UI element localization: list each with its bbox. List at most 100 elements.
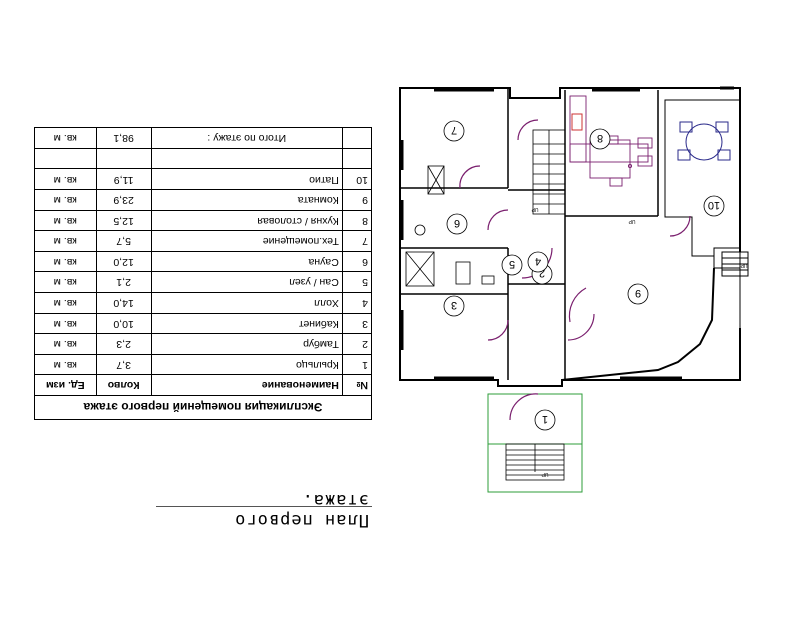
kitchen: [569, 95, 653, 187]
room-marker-number: 7: [451, 124, 457, 136]
interior-walls: [400, 88, 659, 380]
cell-no: 1: [342, 354, 372, 375]
cell-unit: кв. м: [34, 354, 97, 375]
room-marker-circle: [443, 120, 465, 142]
cell-unit: кв. м: [34, 230, 97, 252]
header-unit: Ед. изм: [34, 374, 97, 396]
cell-name: Комната: [151, 189, 343, 211]
cell-no: 10: [342, 168, 372, 190]
cell-name: Кабинет: [151, 313, 343, 334]
stair-up-label: UP: [541, 471, 549, 477]
cell-no: 3: [342, 313, 372, 334]
cell-name: Тех.помещение: [151, 230, 343, 252]
cell-qty: 10,0: [96, 313, 152, 334]
cell-unit: кв. м: [34, 271, 97, 293]
cell-name: Крыльцо: [151, 354, 343, 375]
stove: [571, 113, 583, 131]
cell-name: Тамбур: [151, 333, 343, 355]
total-label: Итого по этажу :: [151, 127, 343, 149]
room-schedule-table: Экспликация помещений первого этажа № На…: [34, 127, 372, 420]
total-qty: 98,1: [96, 127, 152, 149]
room-marker-4[interactable]: 4: [527, 251, 549, 273]
cell-unit: кв. м: [34, 210, 97, 231]
blank-cell: [34, 148, 97, 169]
cell-qty: 5,7: [96, 230, 152, 252]
room-marker-circle: [589, 128, 611, 150]
doors: [459, 119, 691, 421]
cell-no: 5: [342, 271, 372, 293]
room-marker-circle: [446, 213, 468, 235]
room-marker-7[interactable]: 7: [443, 120, 465, 142]
cell-qty: 2,3: [96, 333, 152, 355]
porch: [487, 393, 583, 493]
cell-qty: 12,5: [96, 210, 152, 231]
blank-cell: [151, 148, 343, 169]
cell-name: Холл: [151, 292, 343, 314]
cell-unit: кв. м: [34, 333, 97, 355]
room-marker-circle: [501, 254, 523, 276]
room-marker-1[interactable]: 1: [534, 409, 556, 431]
cell-qty: 14,0: [96, 292, 152, 314]
stairs: [532, 129, 566, 215]
total-no-cell: [342, 127, 372, 149]
cell-name: Кухня / столовая: [151, 210, 343, 231]
stair-up-label: UP: [531, 206, 539, 212]
room-marker-3[interactable]: 3: [443, 295, 465, 317]
blank-cell: [342, 148, 372, 169]
cell-no: 7: [342, 230, 372, 252]
room-marker-10[interactable]: 10: [703, 195, 725, 217]
room-marker-circle: [443, 295, 465, 317]
room-marker-6[interactable]: 6: [446, 213, 468, 235]
room-marker-number: 5: [509, 258, 515, 270]
cell-qty: 12,0: [96, 251, 152, 272]
table-header-row: № Наименование Колво Ед. изм: [34, 374, 372, 396]
cell-qty: 3,7: [96, 354, 152, 375]
cell-no: 4: [342, 292, 372, 314]
cell-qty: 2,1: [96, 271, 152, 293]
header-no: №: [342, 374, 372, 396]
header-name: Наименование: [151, 374, 343, 396]
plan-title-underline: [156, 506, 372, 507]
room-marker-number: 6: [454, 217, 460, 229]
cell-unit: кв. м: [34, 292, 97, 314]
exterior-walls: [399, 87, 741, 387]
room-marker-8[interactable]: 8: [589, 128, 611, 150]
cell-unit: кв. м: [34, 168, 97, 190]
room-marker-9[interactable]: 9: [627, 283, 649, 305]
cell-name: Сауна: [151, 251, 343, 272]
room-marker-circle: [527, 251, 549, 273]
cell-name: Патио: [151, 168, 343, 190]
windows: [400, 86, 734, 380]
table-blank-row: [34, 148, 372, 169]
cell-no: 6: [342, 251, 372, 272]
stair-up-label: UP: [628, 218, 636, 224]
plan-title: План первого этажа.: [234, 490, 369, 530]
patio: [664, 99, 749, 277]
cell-unit: кв. м: [34, 313, 97, 334]
room-marker-circle: [534, 409, 556, 431]
room-schedule-body: Экспликация помещений первого этажа № На…: [34, 127, 372, 420]
room-marker-5[interactable]: 5: [501, 254, 523, 276]
cell-unit: кв. м: [34, 189, 97, 211]
room-marker-number: 8: [597, 132, 603, 144]
room-marker-circle: [703, 195, 725, 217]
sauna-fixtures: [405, 165, 495, 287]
room-marker-number: 3: [451, 299, 457, 311]
cell-name: Сан / узел: [151, 271, 343, 293]
total-unit: кв. м: [34, 127, 97, 149]
cell-no: 8: [342, 210, 372, 231]
stair-up-label: UP: [740, 262, 748, 268]
